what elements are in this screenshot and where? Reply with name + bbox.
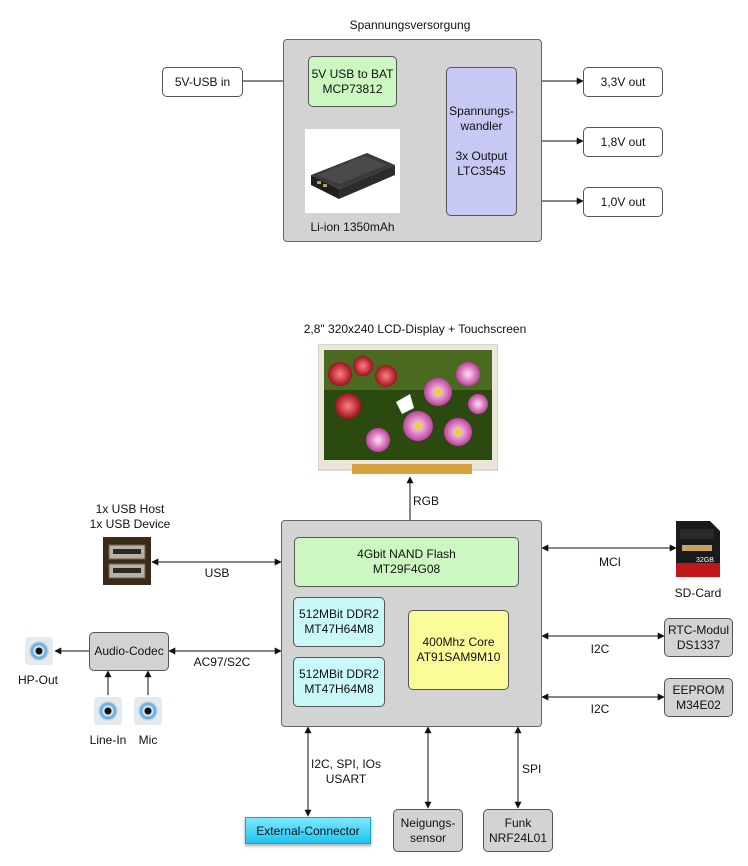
audio-codec-box: Audio-Codec (89, 632, 169, 671)
battery-image (305, 129, 400, 213)
display-title: 2,8" 320x240 LCD-Display + Touchscreen (303, 322, 527, 336)
eeprom-link-label: I2C (590, 702, 610, 716)
ac97-link-label: AC97/S2C (193, 655, 251, 669)
ext-link-line-1: I2C, SPI, IOs (310, 757, 382, 771)
ext-link-label: I2C, SPI, IOs USART (308, 757, 384, 787)
radio-part: NRF24L01 (488, 830, 548, 845)
external-connector-label: External-Connector (256, 823, 360, 838)
sd-card-icon (676, 521, 720, 577)
charger-name: 5V USB to BAT (311, 66, 394, 81)
usb-link-label: USB (204, 566, 230, 580)
nand-part: MT29F4G08 (372, 562, 441, 576)
rtc-part: DS1337 (676, 637, 721, 652)
usb-connector-image (103, 537, 151, 585)
out-3v3-label: 3,3V out (600, 74, 646, 89)
nand-flash-box: 4Gbit NAND Flash MT29F4G08 (294, 537, 519, 587)
converter-line-3: 3x Output (455, 149, 508, 163)
battery-label: Li-ion 1350mAh (310, 220, 395, 234)
converter-line-1: Spannungs- (449, 104, 514, 118)
external-connector-box: External-Connector (245, 817, 371, 844)
ddr2-box-1: 512MBit DDR2 MT47H64M8 (293, 597, 385, 647)
core-cpu-box: 400Mhz Core AT91SAM9M10 (408, 610, 509, 690)
ddr1-part: MT47H64M8 (304, 622, 374, 636)
nand-name: 4Gbit NAND Flash (357, 547, 456, 561)
mic-label: Mic (138, 733, 158, 747)
usb-title: 1x USB Host 1x USB Device (80, 502, 180, 532)
sd-card-label: SD-Card (674, 586, 722, 600)
tilt-sensor-box: Neigungs- sensor (393, 809, 463, 852)
charger-part: MCP73812 (322, 81, 383, 96)
usb-title-line-1: 1x USB Host (95, 502, 165, 516)
converter-box: Spannungs- wandler 3x Output LTC3545 (446, 67, 517, 216)
rtc-box: RTC-Modul DS1337 (664, 618, 733, 657)
out-1v8-box: 1,8V out (583, 127, 663, 157)
out-1v0-label: 1,0V out (600, 194, 646, 209)
audio-codec-label: Audio-Codec (94, 644, 164, 658)
sd-card-capacity: 32GB (696, 557, 714, 564)
usb-in-label: 5V-USB in (174, 74, 231, 89)
usb-port-icon (103, 537, 151, 585)
core-name: 400Mhz Core (422, 635, 495, 649)
line-in-label: Line-In (89, 733, 127, 747)
sd-card-image: 32GB (676, 521, 720, 577)
converter-part: LTC3545 (457, 164, 506, 178)
hp-out-jack-icon (25, 637, 53, 665)
mci-link-label: MCI (599, 555, 621, 569)
core-part: AT91SAM9M10 (416, 650, 501, 664)
ddr2-part: MT47H64M8 (304, 682, 374, 696)
usb-title-line-2: 1x USB Device (89, 517, 171, 531)
tilt-sensor-line-1: Neigungs- (400, 815, 456, 830)
power-title: Spannungsversorgung (349, 18, 471, 32)
converter-line-2: wandler (460, 119, 503, 133)
eeprom-box: EEPROM M34E02 (664, 678, 733, 717)
battery-icon (311, 153, 395, 199)
eeprom-name: EEPROM (672, 682, 725, 697)
out-1v8-label: 1,8V out (600, 134, 646, 149)
ext-link-line-2: USART (325, 772, 367, 786)
ddr1-name: 512MBit DDR2 (298, 607, 380, 621)
ddr2-name: 512MBit DDR2 (298, 667, 380, 681)
out-3v3-box: 3,3V out (583, 67, 663, 97)
rgb-link-label: RGB (413, 494, 440, 508)
mic-jack-icon (134, 697, 162, 725)
rtc-link-label: I2C (590, 642, 610, 656)
hp-out-label: HP-Out (17, 673, 58, 687)
radio-box: Funk NRF24L01 (483, 809, 553, 852)
lcd-display-image (317, 343, 499, 476)
line-in-jack-icon (94, 697, 122, 725)
ddr2-box-2: 512MBit DDR2 MT47H64M8 (293, 657, 385, 707)
eeprom-part: M34E02 (676, 697, 721, 712)
spi-link-label: SPI (522, 762, 542, 776)
tilt-sensor-line-2: sensor (409, 830, 447, 845)
out-1v0-box: 1,0V out (583, 187, 663, 217)
charger-box: 5V USB to BAT MCP73812 (308, 56, 397, 107)
lcd-display-icon (317, 343, 499, 474)
radio-name: Funk (504, 815, 532, 830)
usb-in-box: 5V-USB in (162, 67, 243, 97)
rtc-name: RTC-Modul (667, 622, 730, 637)
